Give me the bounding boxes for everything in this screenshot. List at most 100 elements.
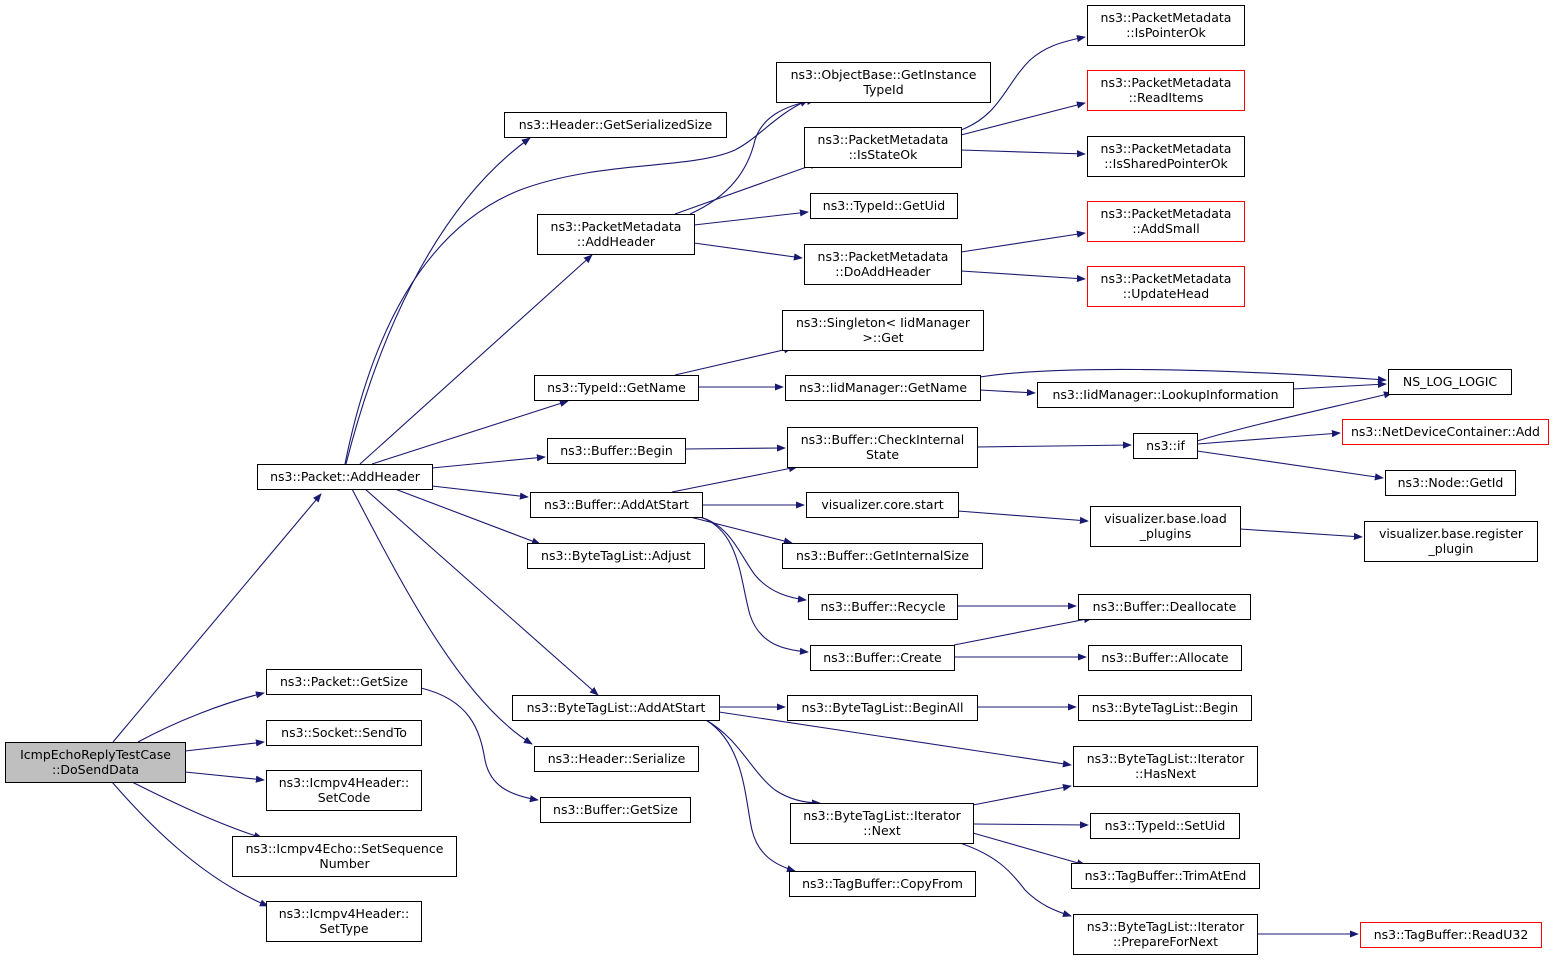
node-box [787,695,978,721]
node-label: ::ReadItems [1129,90,1204,105]
edge-buf_begin-to-buf_checkinternal [684,444,786,452]
node-pm_addheader[interactable]: ns3::PacketMetadata::AddHeader [537,214,695,255]
node-buf_addatstart[interactable]: ns3::Buffer::AddAtStart [530,492,703,518]
node-hdr_serialize[interactable]: ns3::Header::Serialize [534,746,699,772]
node-label: ::IsPointerOk [1126,25,1206,40]
node-label: ns3::ByteTagList::Iterator [1087,751,1245,766]
edge-addheader-to-buf_begin [431,454,546,469]
node-buf_getinternal[interactable]: ns3::Buffer::GetInternalSize [782,543,983,569]
edge-root-to-setcode [184,771,265,783]
node-tid_getuid[interactable]: ns3::TypeId::GetUid [810,193,958,219]
edge-btl_it_next-to-tid_setuid [972,821,1089,829]
node-label: ns3::PacketMetadata [818,249,949,264]
node-box [534,746,699,772]
node-pm_ispointerok[interactable]: ns3::PacketMetadata::IsPointerOk [1087,5,1245,46]
edge-ns3_if-to-ns_log_logic [1196,391,1393,442]
node-btl_beginall[interactable]: ns3::ByteTagList::BeginAll [787,695,978,721]
node-btl_it_hasnext[interactable]: ns3::ByteTagList::Iterator::HasNext [1073,746,1258,787]
node-label: ns3::TagBuffer::CopyFrom [802,876,963,891]
node-ns_log_logic[interactable]: NS_LOG_LOGIC [1388,369,1512,395]
node-box [1087,5,1245,46]
node-tb_copyfrom[interactable]: ns3::TagBuffer::CopyFrom [789,871,976,897]
node-label: ns3::PacketMetadata [1101,10,1232,25]
node-settype[interactable]: ns3::Icmpv4Header::SetType [266,901,422,942]
node-ns3_if[interactable]: ns3::if [1133,433,1198,459]
node-ndc_add[interactable]: ns3::NetDeviceContainer::Add [1342,419,1549,445]
node-tid_setuid[interactable]: ns3::TypeId::SetUid [1090,813,1240,839]
edge-pm_addheader-to-ob_getinst [689,97,816,215]
edge-addheader-to-btl_addatstart [364,488,599,696]
node-btl_adjust[interactable]: ns3::ByteTagList::Adjust [527,543,705,569]
node-btl_it_next[interactable]: ns3::ByteTagList::Iterator::Next [790,803,974,844]
node-box [266,669,422,695]
node-getsize[interactable]: ns3::Packet::GetSize [266,669,422,695]
node-tb_readu32[interactable]: ns3::TagBuffer::ReadU32 [1360,922,1542,948]
node-buf_dealloc[interactable]: ns3::Buffer::Deallocate [1078,594,1251,620]
node-box [1385,470,1516,496]
node-label: ns3::if [1146,438,1185,453]
node-hdr_getser[interactable]: ns3::Header::GetSerializedSize [504,112,727,138]
node-label: ::IsStateOk [849,147,919,162]
node-pm_issharedok[interactable]: ns3::PacketMetadata::IsSharedPointerOk [1087,136,1245,177]
node-pm_isstateok[interactable]: ns3::PacketMetadata::IsStateOk [804,127,962,168]
node-setcode[interactable]: ns3::Icmpv4Header::SetCode [266,770,422,811]
node-pm_updatehead[interactable]: ns3::PacketMetadata::UpdateHead [1087,266,1245,307]
node-pm_addsmall[interactable]: ns3::PacketMetadata::AddSmall [1087,201,1245,242]
edge-ns3_if-to-node_getid [1196,450,1384,481]
edge-btl_addatstart-to-tb_copyfrom [705,719,796,873]
node-label: _plugins [1139,526,1191,541]
node-sendto[interactable]: ns3::Socket::SendTo [266,720,422,746]
node-label: ns3::PacketMetadata [1101,271,1232,286]
node-box [232,836,457,877]
node-node_getid[interactable]: ns3::Node::GetId [1385,470,1516,496]
edge-buf_checkinternal-to-ns3_if [976,441,1132,449]
node-buf_getsize[interactable]: ns3::Buffer::GetSize [540,797,691,823]
node-box [806,492,959,518]
node-buf_alloc[interactable]: ns3::Buffer::Allocate [1088,645,1242,671]
node-singleton_get[interactable]: ns3::Singleton< IidManager>::Get [782,310,984,351]
edge-addheader-to-buf_addatstart [431,485,529,500]
node-label: ns3::Packet::GetSize [280,674,408,689]
node-label: IcmpEchoReplyTestCase [20,747,171,762]
node-label: TypeId [862,82,903,97]
node-label: ns3::ByteTagList::AddAtStart [527,700,706,715]
node-pm_readitems[interactable]: ns3::PacketMetadata::ReadItems [1087,70,1245,111]
edge-addheader-to-hdr_getser [345,137,531,465]
node-box [776,62,991,103]
node-box [266,770,422,811]
node-tid_getname[interactable]: ns3::TypeId::GetName [534,375,699,401]
node-iid_lookup[interactable]: ns3::IidManager::LookupInformation [1037,382,1294,408]
node-box [540,797,691,823]
node-label: ns3::NetDeviceContainer::Add [1351,424,1540,439]
node-box [1388,369,1512,395]
node-label: ns3::PacketMetadata [818,132,949,147]
node-box [266,901,422,942]
edge-pm_doaddheader-to-pm_addsmall [960,230,1086,253]
node-label: ns3::Header::GetSerializedSize [519,117,713,132]
node-tb_trimatend[interactable]: ns3::TagBuffer::TrimAtEnd [1071,863,1260,889]
node-btl_it_prepare[interactable]: ns3::ByteTagList::Iterator::PrepareForNe… [1073,914,1258,955]
node-viz_core_start[interactable]: visualizer.core.start [806,492,959,518]
node-box [530,492,703,518]
node-box [1090,506,1241,547]
node-buf_create[interactable]: ns3::Buffer::Create [810,645,955,671]
node-addheader[interactable]: ns3::Packet::AddHeader [257,464,433,490]
node-label: ns3::Icmpv4Header:: [279,906,410,921]
node-viz_base_register[interactable]: visualizer.base.register_plugin [1364,521,1538,562]
node-viz_base_load[interactable]: visualizer.base.load_plugins [1090,506,1241,547]
node-buf_recycle[interactable]: ns3::Buffer::Recycle [808,594,958,620]
node-box [804,244,962,285]
node-pm_doaddheader[interactable]: ns3::PacketMetadata::DoAddHeader [804,244,962,285]
node-btl_addatstart[interactable]: ns3::ByteTagList::AddAtStart [512,695,720,721]
node-buf_begin[interactable]: ns3::Buffer::Begin [547,438,686,464]
node-box [810,645,955,671]
node-box [1078,695,1252,721]
node-iid_getname[interactable]: ns3::IidManager::GetName [785,375,981,401]
node-root[interactable]: IcmpEchoReplyTestCase::DoSendData [5,742,186,783]
node-btl_begin[interactable]: ns3::ByteTagList::Begin [1078,695,1252,721]
node-label: ::AddSmall [1132,221,1199,236]
